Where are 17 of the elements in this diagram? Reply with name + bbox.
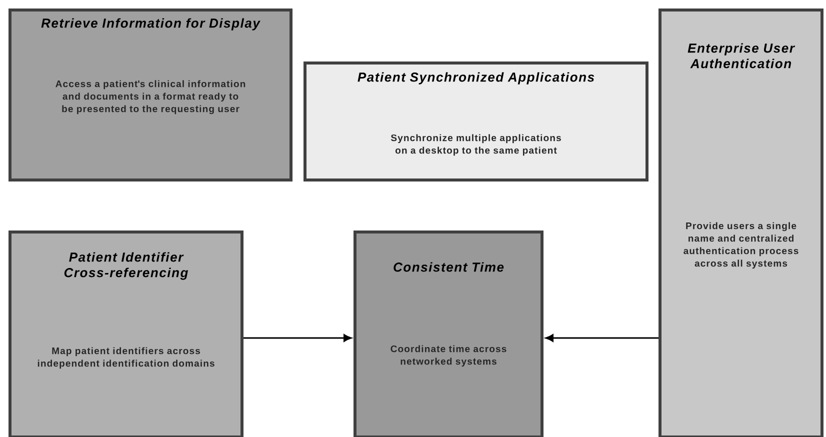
box-heading: Enterprise User Authentication [688,43,796,68]
box-description: Access a patient's clinical information and documents in a format ready to be presented to the requesting user [56,80,246,114]
process-box [8,8,292,182]
process-box [658,8,824,437]
box-description: Map patient identifiers across independent identification domains [38,347,214,369]
box-heading: Consistent Time [394,262,504,272]
process-box [8,230,244,437]
arrow [546,334,658,342]
box-heading: Patient Synchronized Applications [358,72,594,84]
box-description: Provide users a single name and centralized authentication process across all systems [684,222,798,269]
box-description: Coordinate time across networked systems [390,345,506,367]
process-box [354,230,544,437]
box-heading: Retrieve Information for Display [41,18,260,30]
box-description: Synchronize multiple applications on a desktop to the same patient [390,134,561,156]
process-box [304,62,648,182]
arrow [244,334,352,342]
box-heading: Patient Identifier Cross-referencing [64,252,188,280]
